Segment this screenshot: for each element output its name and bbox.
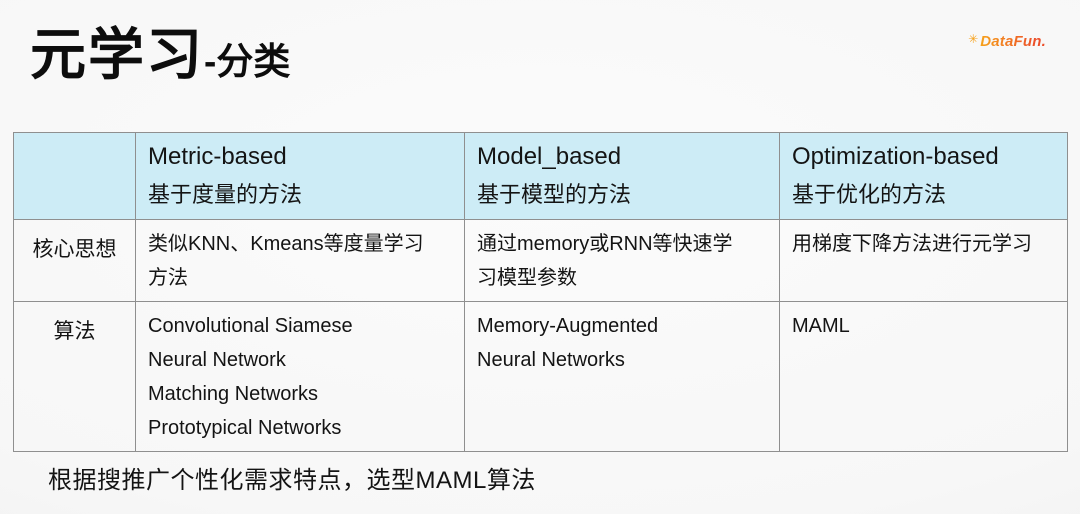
- page-title-main: 元学习: [30, 23, 204, 86]
- header-cell-metric-based: Metric-based 基于度量的方法: [135, 132, 465, 220]
- cell-text: 类似KNN、Kmeans等度量学习方法: [148, 233, 424, 289]
- sparkle-icon: ✳: [968, 31, 979, 46]
- footer-note: 根据搜推广个性化需求特点，选型MAML算法: [48, 467, 536, 494]
- meta-learning-comparison-table: Metric-based 基于度量的方法 Model_based 基于模型的方法…: [13, 132, 1068, 452]
- page-title-sub: -分类: [204, 41, 291, 82]
- cell-core-idea-metric: 类似KNN、Kmeans等度量学习方法: [135, 219, 465, 302]
- algorithm-item: MAML: [792, 315, 850, 337]
- datafun-logo: ✳ DataFun.: [968, 31, 1046, 51]
- cell-core-idea-optimization: 用梯度下降方法进行元学习: [779, 219, 1068, 302]
- cell-algorithms-metric: Convolutional Siamese Neural Network Mat…: [135, 301, 465, 452]
- header-metric-zh-label: 基于度量的方法: [148, 182, 303, 207]
- algorithm-item: Matching Networks: [148, 383, 319, 405]
- table-row-algorithms: 算法 Convolutional Siamese Neural Network …: [13, 301, 1068, 452]
- header-model-zh-label: 基于模型的方法: [477, 182, 632, 207]
- cell-core-idea-model: 通过memory或RNN等快速学习模型参数: [464, 219, 780, 302]
- cell-algorithms-optimization: MAML: [779, 301, 1068, 452]
- cell-algorithms-model: Memory-Augmented Neural Networks: [464, 301, 780, 452]
- cell-text: 通过memory或RNN等快速学习模型参数: [477, 233, 733, 289]
- header-cell-empty: [13, 132, 136, 220]
- header-optimization-zh-label: 基于优化的方法: [792, 182, 947, 207]
- algorithm-item: Memory-Augmented Neural Networks: [477, 315, 659, 371]
- algorithm-item: Prototypical Networks: [148, 417, 342, 439]
- page-title: 元学习-分类: [30, 10, 290, 91]
- header-metric-en-label: Metric-based: [148, 143, 287, 170]
- algorithm-item: Convolutional Siamese Neural Network: [148, 315, 353, 371]
- header-optimization-en-label: Optimization-based: [792, 143, 999, 170]
- row-label-core-idea: 核心思想: [13, 219, 136, 302]
- table-row-core-idea: 核心思想 类似KNN、Kmeans等度量学习方法 通过memory或RNN等快速…: [13, 219, 1068, 302]
- algorithm-list: Convolutional Siamese Neural Network Mat…: [148, 309, 400, 445]
- datafun-logo-text: DataFun.: [980, 33, 1046, 50]
- table-header-row: Metric-based 基于度量的方法 Model_based 基于模型的方法…: [13, 132, 1068, 220]
- header-cell-optimization-based: Optimization-based 基于优化的方法: [779, 132, 1068, 220]
- cell-text: 用梯度下降方法进行元学习: [792, 233, 1032, 255]
- algorithm-list: Memory-Augmented Neural Networks: [477, 309, 705, 377]
- row-label-algorithms: 算法: [13, 301, 136, 452]
- header-cell-model-based: Model_based 基于模型的方法: [464, 132, 780, 220]
- header-model-en-label: Model_based: [477, 143, 622, 170]
